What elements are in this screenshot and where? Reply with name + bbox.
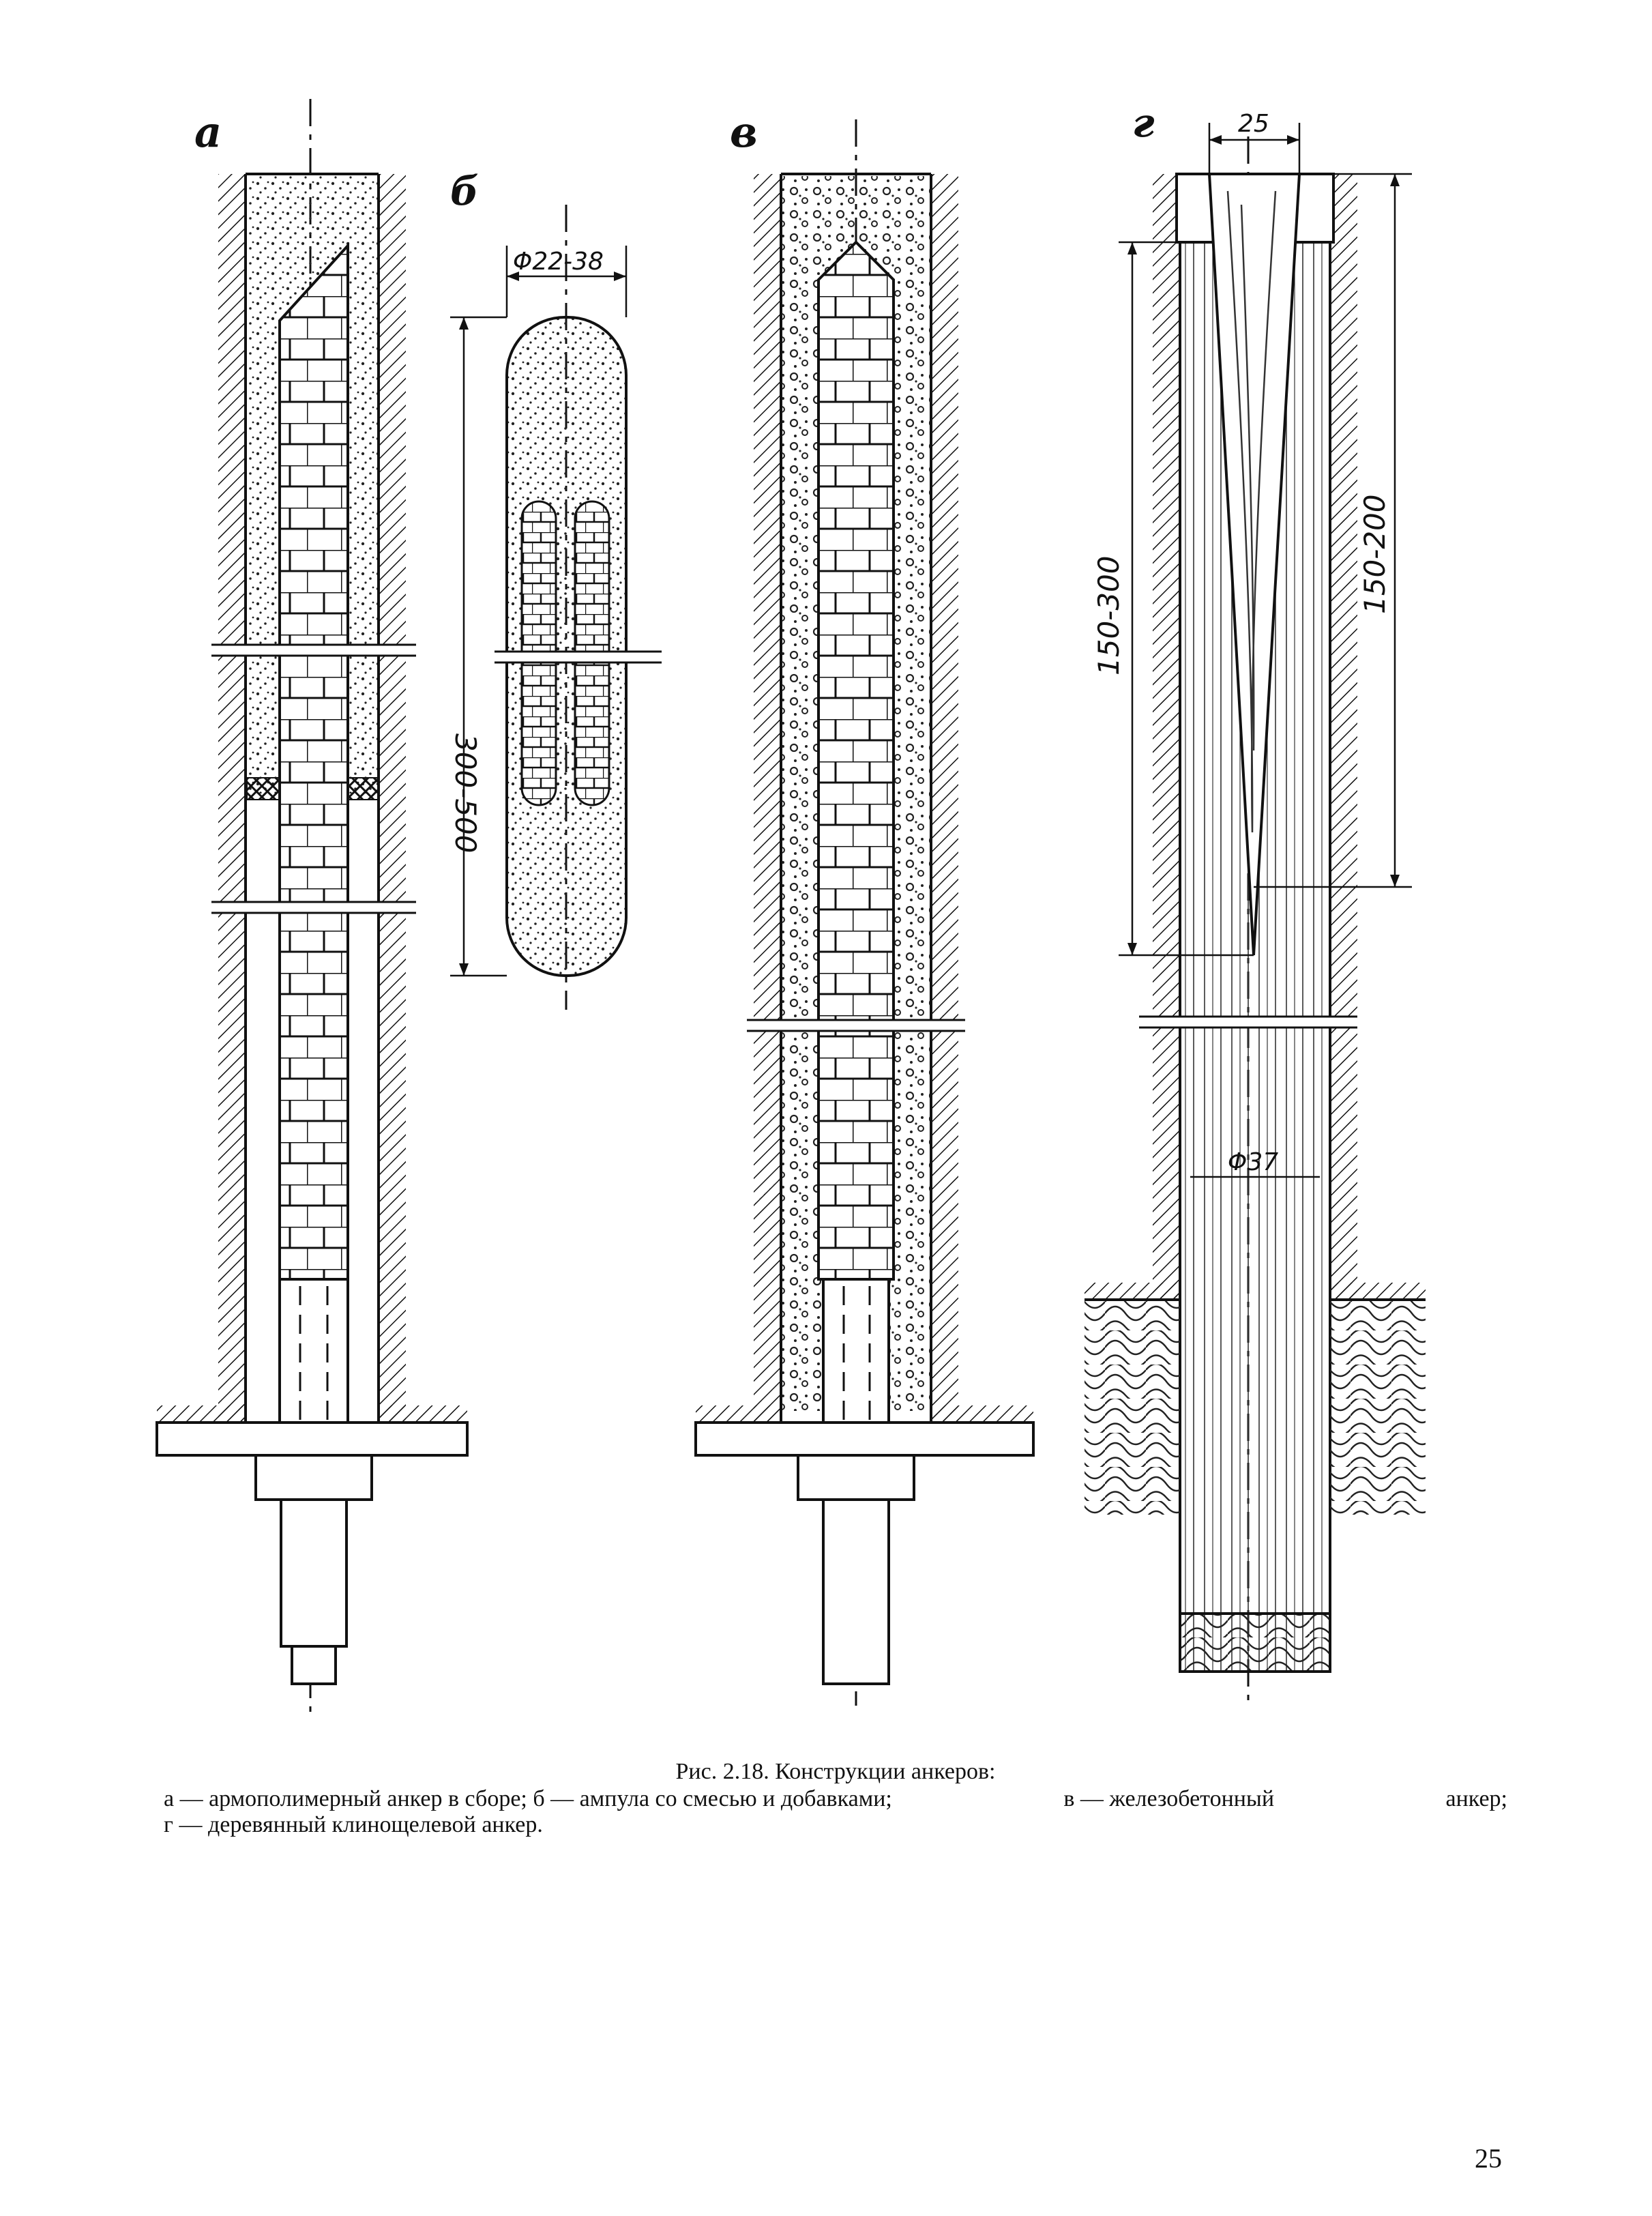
anchor-constructions-figure: а б	[156, 99, 1426, 1719]
caption-line-2: г — деревянный клинощелевой анкер.	[164, 1812, 543, 1837]
panel-g-label: г	[1132, 100, 1155, 146]
panel-b-label: б	[450, 168, 479, 214]
page-number: 25	[1475, 2143, 1502, 2174]
wedge-length-dimension: 150-200	[1358, 495, 1391, 615]
caption-item-a-b: а — армополимерный анкер в сборе; б — ам…	[164, 1786, 892, 1811]
panel-b: б Φ22-38 300-500	[449, 168, 662, 1010]
panel-g: г Φ37 25	[1085, 100, 1426, 1706]
caption-line-1: а — армополимерный анкер в сборе; б — ам…	[164, 1786, 1507, 1812]
panel-a: а	[156, 99, 469, 1719]
panel-v-label: в	[730, 107, 758, 157]
panel-v: в	[694, 107, 1035, 1706]
caption-item-v-end: анкер;	[1445, 1786, 1508, 1811]
caption-title: Рис. 2.18. Конструкции анкеров:	[675, 1759, 996, 1784]
slot-depth-dimension: 150-300	[1092, 556, 1125, 676]
panel-a-label: а	[194, 107, 222, 157]
caption-item-v: в — железобетонный	[1063, 1786, 1275, 1811]
wedge-width-dimension: 25	[1238, 110, 1269, 138]
rod-diameter-dimension: Φ37	[1228, 1148, 1278, 1176]
figure-caption: Рис. 2.18. Конструкции анкеров: а — армо…	[164, 1759, 1507, 1838]
ampoule-diameter-dimension: Φ22-38	[513, 248, 604, 276]
ampoule-length-dimension: 300-500	[449, 733, 482, 854]
